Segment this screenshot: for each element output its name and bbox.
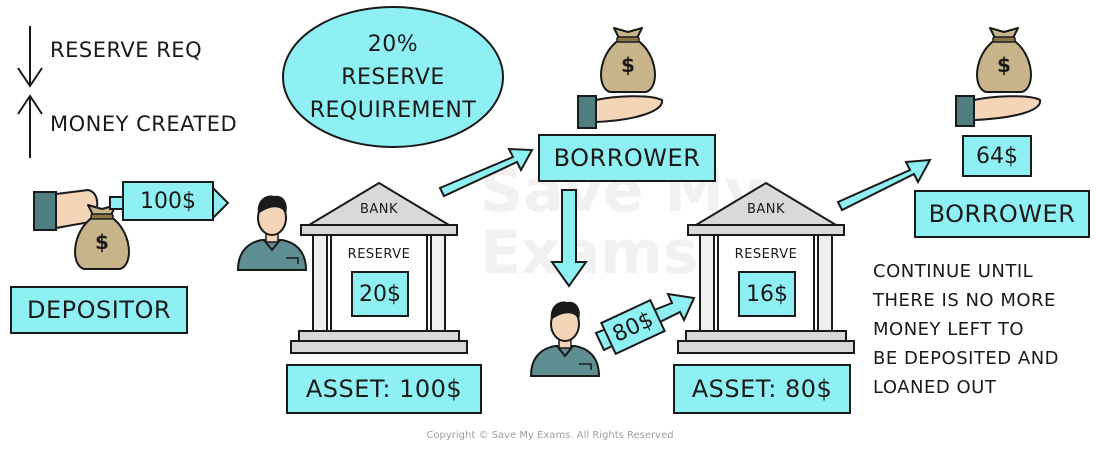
borrower-money-bag-icon [976,27,1032,93]
continue-note: CONTINUE UNTIL THERE IS NO MORE MONEY LE… [873,257,1059,402]
person-icon [530,300,600,377]
borrower-hand-icon [955,95,1042,127]
note-line: CONTINUE UNTIL [873,261,1034,282]
reserve-bubble-text: 20% RESERVE REQUIREMENT [293,28,493,127]
note-line: BE DEPOSITED AND [873,348,1060,369]
bank-reserve-label: RESERVE [347,247,411,262]
legend-reserve-req: RESERVE REQ [50,38,203,62]
bank-reserve-amount: 16$ [738,271,796,317]
person-icon [237,194,307,271]
deposit-amount-box: 100$ [122,181,214,221]
copyright-footer: Copyright © Save My Exams. All Rights Re… [426,430,674,441]
note-line: THERE IS NO MORE [873,290,1056,311]
flow-arrow-icon [550,189,588,288]
watermark-line2: Exams [480,218,699,288]
flow-arrow-icon [836,158,932,212]
borrower-hand-icon [577,95,664,129]
legend-money-created: MONEY CREATED [50,112,238,136]
borrower-label: BORROWER [914,190,1090,238]
bank-reserve-label: RESERVE [734,247,798,262]
borrower-money-bag-icon [600,27,656,93]
reserve-bubble [282,6,504,148]
down-arrow-icon [17,26,43,88]
borrower-label: BORROWER [538,134,716,182]
bank-sign: BANK [359,202,399,217]
bank-asset-label: ASSET: 80$ [673,364,851,414]
bank-sign: BANK [746,202,786,217]
loan-amount-box: 64$ [962,135,1032,177]
bank-asset-label: ASSET: 100$ [286,364,482,414]
reserve-bubble-line3: REQUIREMENT [309,98,477,123]
note-line: MONEY LEFT TO [873,319,1025,340]
reserve-bubble-line2: RESERVE [341,65,445,90]
reserve-bubble-line1: 20% [367,32,419,57]
bank-reserve-amount: 20$ [351,271,409,317]
flow-arrow-icon [438,147,534,198]
depositor-label: DEPOSITOR [10,286,188,334]
depositor-hand-icon [33,188,99,231]
note-line: LOANED OUT [873,377,997,398]
up-arrow-icon [17,94,43,158]
